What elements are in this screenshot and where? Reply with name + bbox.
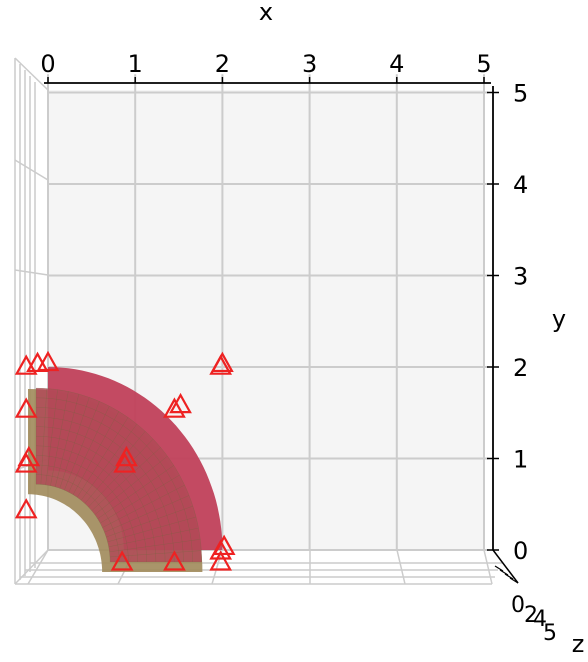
x-tick-label: 2: [215, 50, 230, 78]
z-tick-label: 2: [524, 603, 538, 628]
x-axis-label: x: [259, 0, 273, 26]
mesh-arc-line: [35, 436, 157, 563]
mesh-arc-line: [35, 397, 193, 563]
triangle-marker: [14, 397, 38, 418]
triangle-marker: [110, 550, 134, 571]
y-tick-label: 2: [513, 354, 528, 382]
z-tick-label: 4: [533, 607, 547, 632]
y-tick-label: 4: [513, 171, 528, 199]
z-tick-mark: [499, 569, 509, 576]
x-tick-label: 3: [302, 50, 317, 78]
axis-lines: [44, 82, 519, 584]
boundary-markers: [14, 350, 236, 571]
triangle-marker: [36, 350, 60, 372]
z-tick-mark: [509, 577, 519, 584]
triangle-marker: [113, 452, 137, 473]
z-axis-line: [492, 549, 519, 584]
surface-mesh: [35, 387, 202, 563]
mesh-arc-line: [35, 464, 129, 563]
x-tick-label: 4: [389, 50, 404, 78]
mesh-arc-line: [35, 387, 202, 563]
z-tick-label: 5: [543, 621, 557, 646]
y-tick-label: 0: [513, 537, 528, 565]
mesh-arc-line: [35, 407, 184, 563]
y-tick-label: 5: [513, 80, 528, 108]
z-tick-mark: [504, 573, 514, 580]
z-axis-label: z: [572, 630, 585, 658]
triangle-marker: [169, 392, 192, 414]
mesh-arc-line: [35, 455, 138, 563]
mesh-arc-line: [35, 445, 147, 563]
x-tick-label: 5: [476, 50, 491, 78]
triangle-marker: [163, 397, 186, 418]
triangle-marker: [209, 539, 233, 560]
triangle-marker: [211, 351, 234, 373]
x-tick-labels: 0 1 2 3 4 5: [40, 50, 492, 83]
mesh-arc-line: [35, 474, 120, 563]
triangle-marker: [26, 351, 49, 373]
mesh-arc-line: [35, 484, 111, 563]
y-axis-label: y: [552, 305, 566, 333]
y-tick-label: 3: [513, 263, 528, 291]
triangle-marker: [115, 445, 138, 467]
triangle-marker: [17, 445, 41, 467]
x-tick-label: 0: [40, 50, 55, 78]
triangle-marker: [14, 498, 38, 519]
x-tick-label: 1: [128, 50, 143, 78]
z-tick-label: 0: [511, 593, 525, 618]
y-tick-labels: 0 1 2 3 4 5: [487, 80, 528, 565]
triangle-marker: [163, 550, 186, 571]
y-tick-label: 1: [513, 446, 528, 474]
triangle-marker: [209, 550, 233, 571]
z-tick-mark: [494, 565, 504, 572]
